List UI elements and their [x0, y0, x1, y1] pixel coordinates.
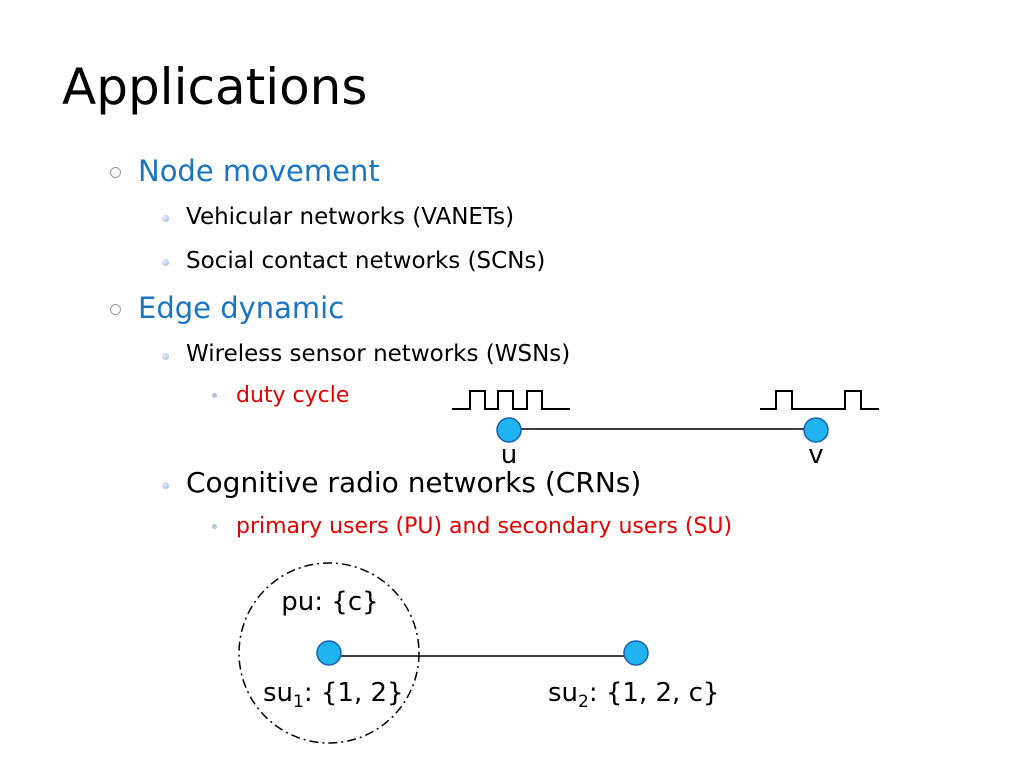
section-edge-dynamic: Edge dynamic	[138, 291, 345, 325]
slide-title: Applications	[62, 58, 368, 116]
item-vanets: Vehicular networks (VANETs)	[186, 204, 515, 230]
node-v	[803, 417, 829, 443]
su2-label: su2: {1, 2, c}	[548, 678, 719, 712]
small-dot-bullet-icon	[212, 393, 217, 398]
dot-bullet-icon	[162, 353, 169, 360]
node-u-label: u	[501, 440, 517, 470]
subitem-pu-su: primary users (PU) and secondary users (…	[236, 514, 733, 539]
su1-label: su1: {1, 2}	[263, 678, 404, 712]
node-v-label: v	[808, 440, 823, 470]
item-crns: Cognitive radio networks (CRNs)	[186, 466, 642, 499]
su1-channels: : {1, 2}	[304, 678, 404, 708]
item-scns: Social contact networks (SCNs)	[186, 248, 546, 274]
duty-cycle-waveform-v	[760, 390, 879, 410]
pu-coverage-circle	[238, 562, 420, 744]
small-dot-bullet-icon	[212, 524, 217, 529]
su2-channels: : {1, 2, c}	[589, 678, 720, 708]
node-su2	[623, 640, 649, 666]
ring-bullet-icon	[110, 167, 121, 178]
dot-bullet-icon	[162, 482, 169, 489]
pu-label: pu: {c}	[281, 587, 378, 617]
dot-bullet-icon	[162, 215, 169, 222]
node-su1	[316, 640, 342, 666]
su1-subscript: 1	[293, 692, 304, 712]
su2-subscript: 2	[578, 692, 589, 712]
section-node-movement: Node movement	[138, 154, 380, 188]
duty-cycle-waveform-u	[452, 390, 570, 410]
su2-name: su	[548, 678, 578, 708]
su1-name: su	[263, 678, 293, 708]
dot-bullet-icon	[162, 259, 169, 266]
node-u	[496, 417, 522, 443]
subitem-duty-cycle: duty cycle	[236, 383, 350, 408]
item-wsns: Wireless sensor networks (WSNs)	[186, 341, 571, 367]
ring-bullet-icon	[110, 304, 121, 315]
